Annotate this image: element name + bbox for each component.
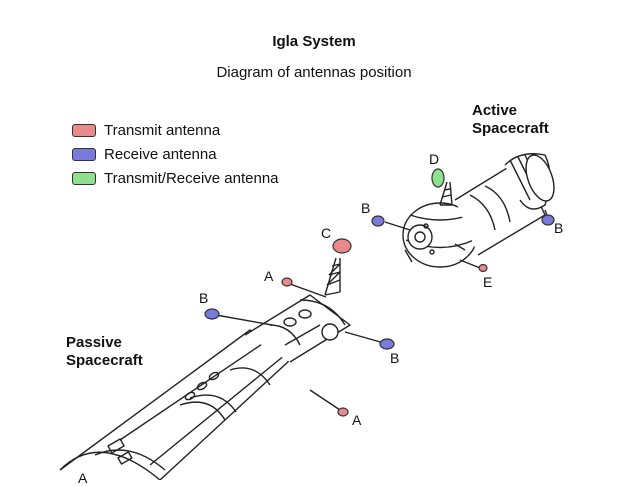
- legend-item-transmit-receive: Transmit/Receive antenna: [72, 166, 279, 190]
- active-spacecraft-label: Active Spacecraft: [472, 102, 549, 137]
- antenna-c-transmit-icon: [332, 238, 352, 254]
- label-b-passive-right: B: [390, 350, 400, 366]
- antenna-b-active-left-receive-icon: [371, 215, 385, 227]
- legend-label-transmit: Transmit antenna: [104, 121, 221, 139]
- label-e: E: [483, 274, 493, 290]
- label-a-partial: A: [78, 470, 88, 486]
- antenna-b-passive-left-receive-icon: [204, 308, 220, 320]
- legend: Transmit antenna Receive antenna Transmi…: [72, 118, 279, 190]
- label-d: D: [429, 151, 440, 167]
- transmit-swatch: [72, 123, 96, 137]
- label-b-active-right: B: [554, 220, 564, 236]
- antenna-b-active-right-receive-icon: [541, 214, 555, 226]
- legend-item-transmit: Transmit antenna: [72, 118, 279, 142]
- antennas: [204, 168, 555, 417]
- transmit-receive-swatch: [72, 171, 96, 185]
- legend-item-receive: Receive antenna: [72, 142, 279, 166]
- legend-label-receive: Receive antenna: [104, 145, 217, 163]
- legend-label-transmit-receive: Transmit/Receive antenna: [104, 169, 279, 187]
- label-b-passive-left: B: [199, 290, 209, 306]
- diagram-title: Igla System: [272, 33, 356, 50]
- diagram-subtitle: Diagram of antennas position: [216, 64, 412, 81]
- label-a-upper: A: [264, 268, 274, 284]
- antenna-a-lower-transmit-icon: [337, 407, 349, 417]
- antenna-b-passive-right-receive-icon: [379, 338, 395, 350]
- antenna-a-upper-transmit-icon: [281, 277, 293, 287]
- antenna-e-transmit-icon: [478, 263, 488, 273]
- label-b-active-left: B: [361, 200, 371, 216]
- passive-spacecraft-body: [59, 257, 385, 480]
- passive-spacecraft-label: Passive Spacecraft: [66, 334, 143, 369]
- receive-swatch: [72, 147, 96, 161]
- label-c: C: [321, 225, 332, 241]
- antenna-d-transmit-receive-icon: [431, 168, 445, 188]
- label-a-lower: A: [352, 412, 362, 428]
- active-spacecraft-body: [384, 153, 555, 269]
